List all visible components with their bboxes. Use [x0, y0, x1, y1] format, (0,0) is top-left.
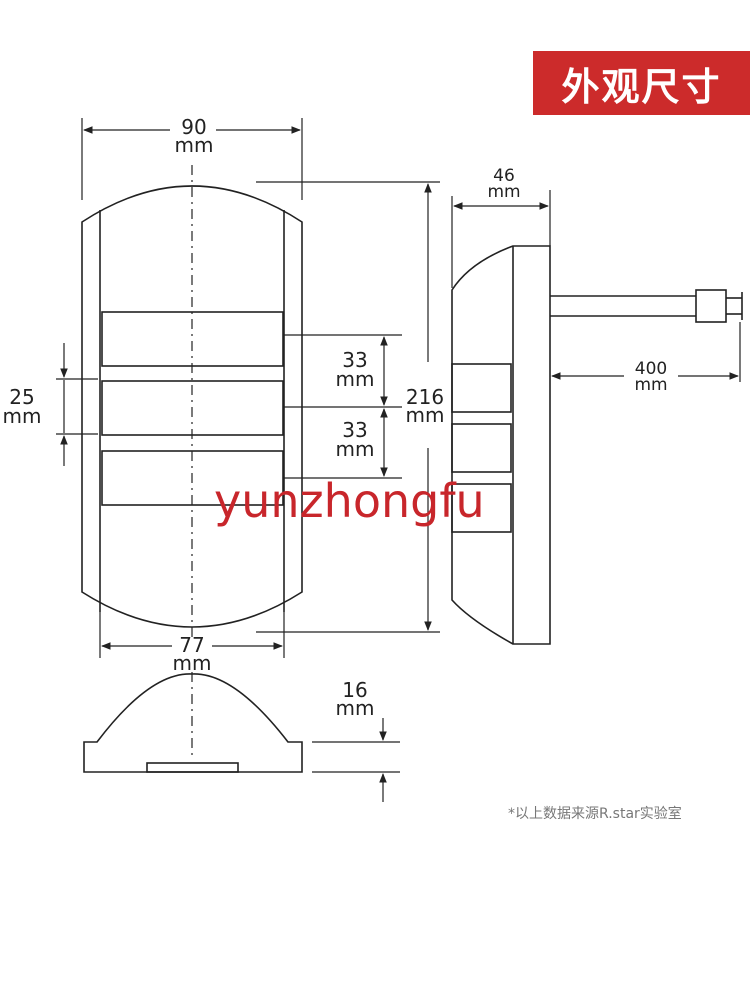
dim-left-height-unit: mm: [3, 404, 42, 428]
section-title-badge: 外观尺寸: [533, 51, 750, 115]
dim-section-1-value: 33: [342, 348, 367, 372]
side-segment-2: [451, 423, 512, 473]
base-view: [83, 672, 303, 773]
source-footnote: *以上数据来源R.star实验室: [508, 806, 682, 822]
watermark-text: yunzhongfu: [214, 474, 485, 528]
dim-cable-length-unit: mm: [634, 375, 667, 395]
dim-top-width-unit: mm: [175, 133, 214, 157]
dim-total-height-value: 216: [406, 385, 444, 409]
dim-bottom-width-value: 77: [179, 633, 204, 657]
side-segment-3: [451, 483, 512, 533]
dim-depth-value: 46: [493, 166, 515, 186]
dim-cable-length-value: 400: [635, 359, 667, 379]
base-slot: [146, 762, 239, 773]
dim-left-height: [56, 343, 98, 466]
dim-base-height: [312, 718, 400, 802]
dim-left-height-value: 25: [9, 385, 34, 409]
front-view: [81, 165, 303, 640]
dim-section-1-unit: mm: [336, 367, 375, 391]
cable-connector: [695, 289, 727, 323]
dim-depth: [451, 190, 551, 288]
side-view-outline: [451, 245, 551, 645]
dim-base-height-unit: mm: [336, 696, 375, 720]
dim-depth-unit: mm: [487, 182, 520, 202]
dim-section-2-unit: mm: [336, 437, 375, 461]
base-view-outline: [83, 673, 303, 773]
dim-total-height: [256, 181, 440, 633]
dim-bottom-width-unit: mm: [173, 651, 212, 675]
dim-top-width: [81, 118, 303, 200]
dim-bottom-width: [99, 612, 285, 658]
front-view-outline: [81, 185, 303, 628]
dim-section-2-value: 33: [342, 418, 367, 442]
side-view: [451, 245, 743, 645]
side-segment-1: [451, 363, 512, 413]
dim-top-width-value: 90: [181, 115, 206, 139]
dim-base-height-value: 16: [342, 678, 367, 702]
dim-total-height-unit: mm: [406, 403, 445, 427]
dim-section-heights: [284, 334, 402, 479]
